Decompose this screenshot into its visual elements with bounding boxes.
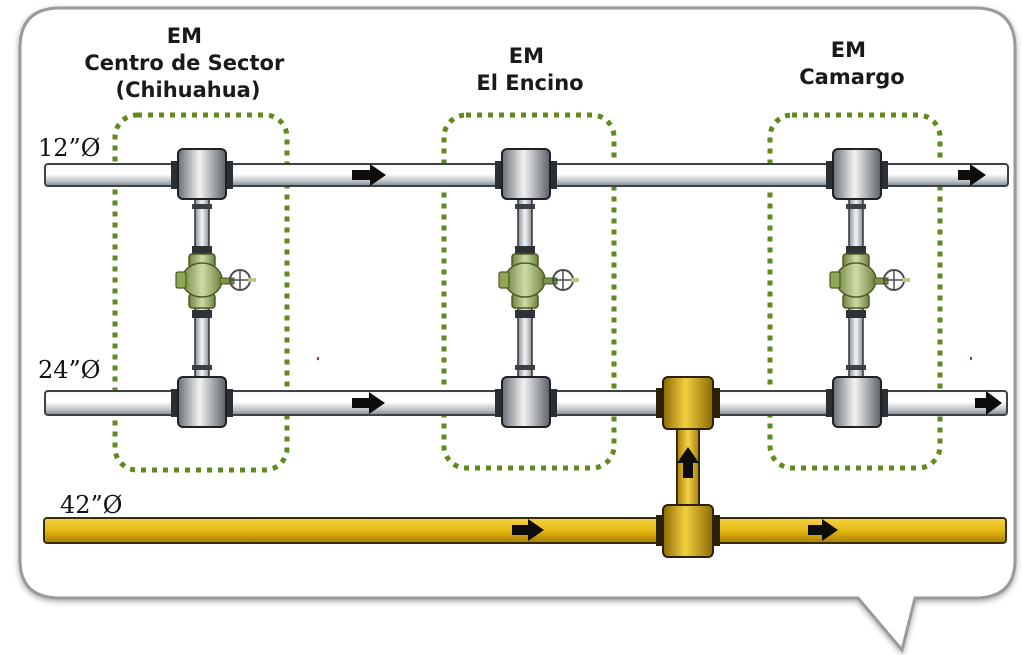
station-box-el-encino [441, 112, 617, 471]
pipe-label-12: 12”Ø [38, 134, 100, 162]
station-title-camargo: EM Camargo [799, 38, 904, 89]
flow-arrow-icon [352, 392, 385, 414]
fitting-24-el-encino [495, 376, 557, 428]
fitting-12-chihuahua [171, 148, 233, 200]
flow-arrow-icon [975, 391, 1002, 415]
flow-arrow-icon [677, 447, 699, 478]
valve-icon [175, 246, 256, 318]
station-title-chihuahua: EM Centro de Sector (Chihuahua) [84, 24, 291, 102]
yellow-fitting-42 [656, 504, 720, 558]
station-title-el-encino: EM El Encino [476, 44, 583, 95]
fitting-24-camargo [826, 376, 888, 428]
pipe-label-24: 24”Ø [38, 356, 100, 384]
yellow-fitting-24 [656, 376, 720, 430]
valve-icon [829, 246, 910, 318]
red-mark [970, 357, 972, 360]
red-mark [317, 357, 319, 360]
station-box-camargo [767, 112, 943, 471]
flow-arrow-icon [512, 519, 544, 541]
flow-arrow-icon [958, 164, 986, 186]
fitting-12-camargo [826, 148, 888, 200]
flow-arrow-icon [352, 164, 386, 186]
pipe-label-42: 42”Ø [60, 491, 122, 519]
fitting-12-el-encino [495, 148, 557, 200]
station-box-chihuahua [112, 112, 290, 473]
valve-icon [498, 246, 579, 318]
flow-arrow-icon [808, 519, 838, 541]
fitting-24-chihuahua [171, 376, 233, 428]
